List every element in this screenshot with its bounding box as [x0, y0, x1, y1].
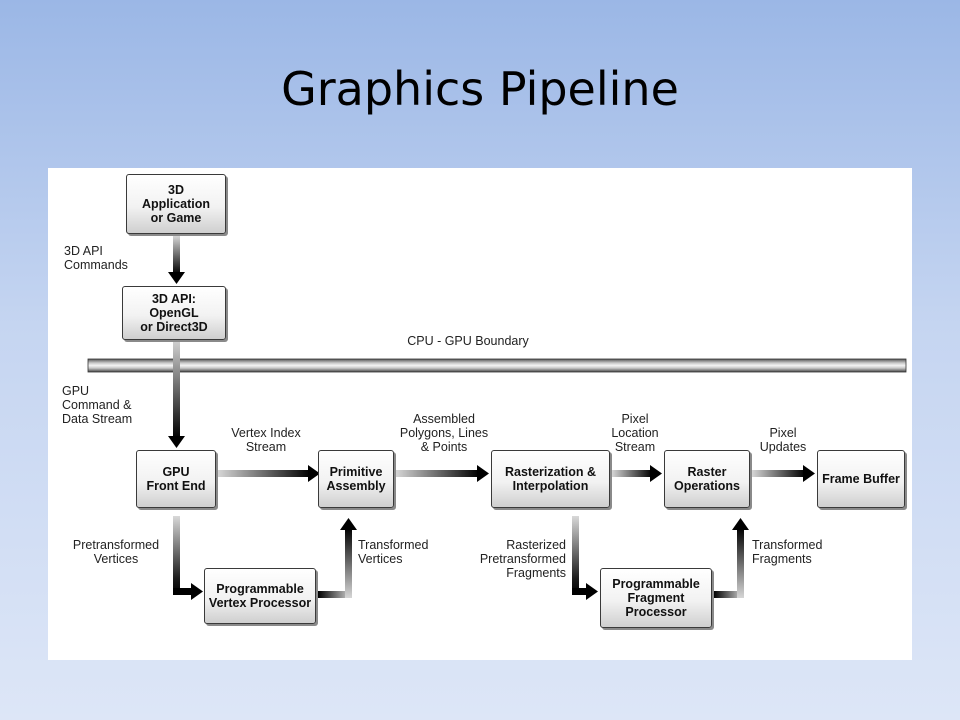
arrow-primitive-assembly-to-rasterization: [396, 465, 489, 482]
node-primitive-assembly: Primitive Assembly: [318, 450, 394, 508]
arrow-rasterization-to-raster-ops: [612, 465, 662, 482]
cpu-gpu-boundary-bar: [87, 358, 907, 373]
arrow-vertex-processor-to-primitive-assembly: [318, 518, 357, 598]
node-3d-application: 3D Application or Game: [126, 174, 226, 234]
label-assembled-primitives: Assembled Polygons, Lines & Points: [399, 412, 489, 454]
label-gpu-command-data-stream: GPU Command & Data Stream: [62, 384, 133, 426]
arrow-front-end-to-vertex-processor: [173, 516, 203, 600]
arrow-api-to-front-end: [168, 338, 185, 448]
node-programmable-vertex-processor: Programmable Vertex Processor: [204, 568, 316, 624]
label-cpu-gpu-boundary: CPU - GPU Boundary: [407, 334, 529, 348]
arrow-front-end-to-primitive-assembly: [218, 465, 320, 482]
diagram-connectors: [87, 236, 907, 600]
node-3d-api: 3D API: OpenGL or Direct3D: [122, 286, 226, 340]
slide-title: Graphics Pipeline: [281, 62, 679, 116]
label-vertex-index-stream: Vertex Index Stream: [231, 426, 301, 454]
label-rasterized-pretransformed-fragments: Rasterized Pretransformed Fragments: [479, 538, 566, 580]
label-pretransformed-vertices: Pretransformed Vertices: [72, 538, 160, 566]
label-transformed-fragments: Transformed Fragments: [752, 538, 823, 566]
arrow-raster-ops-to-frame-buffer: [752, 465, 815, 482]
arrow-fragment-processor-to-raster-ops: [714, 518, 749, 598]
pipeline-diagram: 3D Application or Game 3D API: OpenGL or…: [48, 168, 912, 660]
node-frame-buffer: Frame Buffer: [817, 450, 905, 508]
node-programmable-fragment-processor: Programmable Fragment Processor: [600, 568, 712, 628]
node-rasterization-interpolation: Rasterization & Interpolation: [491, 450, 610, 508]
node-raster-operations: Raster Operations: [664, 450, 750, 508]
label-transformed-vertices: Transformed Vertices: [358, 538, 429, 566]
label-3d-api-commands: 3D API Commands: [64, 244, 128, 272]
node-gpu-front-end: GPU Front End: [136, 450, 216, 508]
arrow-rasterization-to-fragment-processor: [572, 516, 598, 600]
arrow-app-to-api: [168, 236, 185, 284]
label-pixel-updates: Pixel Updates: [759, 426, 807, 454]
label-pixel-location-stream: Pixel Location Stream: [611, 412, 659, 454]
